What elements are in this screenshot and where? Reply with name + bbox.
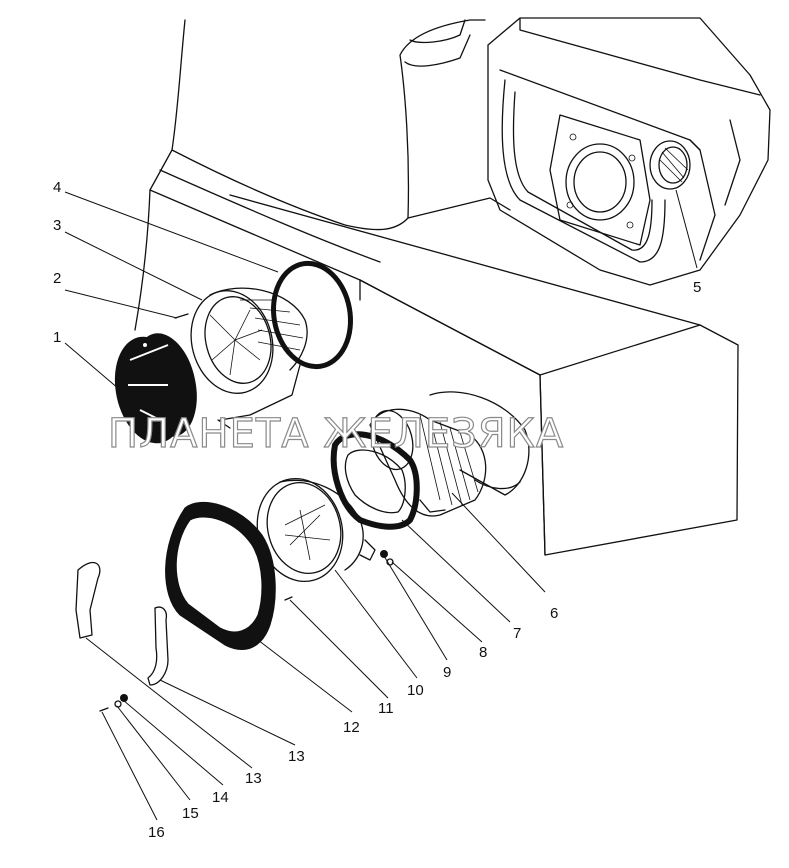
leader-lines	[64, 189, 698, 821]
part-6-housing	[369, 408, 487, 517]
part-4-gasket	[271, 260, 353, 370]
callout-labels: 1 2 3 4 5 6 7 8 9 10 11 12 13 13 14 15 1…	[53, 179, 701, 841]
callout-1: 1	[53, 329, 61, 346]
cab-body	[134, 19, 739, 556]
callout-2: 2	[53, 270, 61, 287]
side-lamp-housing	[487, 17, 771, 286]
callout-6: 6	[550, 605, 558, 622]
part-13-clips	[75, 561, 169, 686]
part-12-frame	[165, 501, 276, 650]
callout-14: 14	[212, 789, 229, 806]
callout-4: 4	[53, 179, 61, 196]
callout-9: 9	[443, 664, 451, 681]
callout-7: 7	[513, 625, 521, 642]
callout-3: 3	[53, 217, 61, 234]
callout-5: 5	[693, 279, 701, 296]
callout-13-a: 13	[288, 748, 305, 765]
watermark-text: ПЛАНЕТА ЖЕЛЕЗЯКА	[108, 411, 564, 457]
callout-10: 10	[407, 682, 424, 699]
callout-8: 8	[479, 644, 487, 661]
callout-13-b: 13	[245, 770, 262, 787]
callout-16: 16	[148, 824, 165, 841]
part-1-bezel	[114, 333, 197, 444]
callout-11: 11	[378, 700, 394, 717]
part-3-lamp	[190, 287, 308, 429]
callout-12: 12	[343, 719, 360, 736]
callout-15: 15	[182, 805, 199, 822]
